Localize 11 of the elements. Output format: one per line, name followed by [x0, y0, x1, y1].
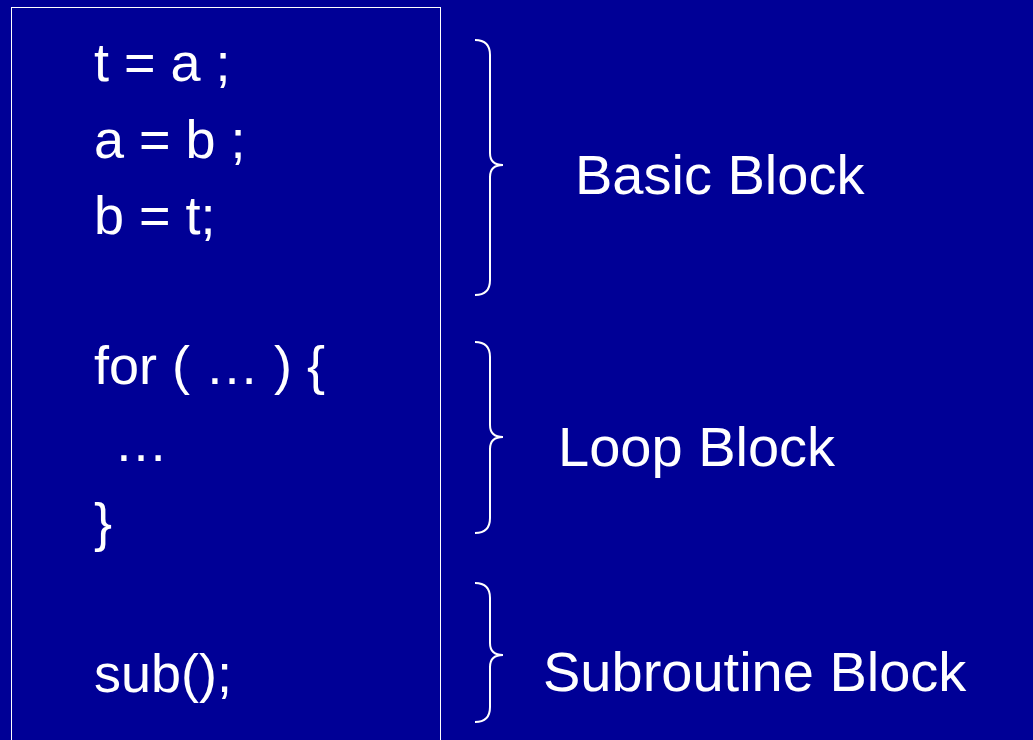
code-line: … [114, 411, 168, 473]
block-label: Subroutine Block [543, 640, 967, 704]
code-line: sub(); [94, 642, 233, 704]
code-line: for ( … ) { [94, 334, 326, 396]
block-label: Loop Block [558, 415, 836, 479]
code-line: b = t; [94, 184, 216, 246]
code-line: } [94, 491, 113, 553]
code-line: t = a ; [94, 31, 231, 93]
code-line: a = b ; [94, 108, 246, 170]
block-label: Basic Block [575, 143, 865, 207]
code-box [11, 7, 441, 740]
